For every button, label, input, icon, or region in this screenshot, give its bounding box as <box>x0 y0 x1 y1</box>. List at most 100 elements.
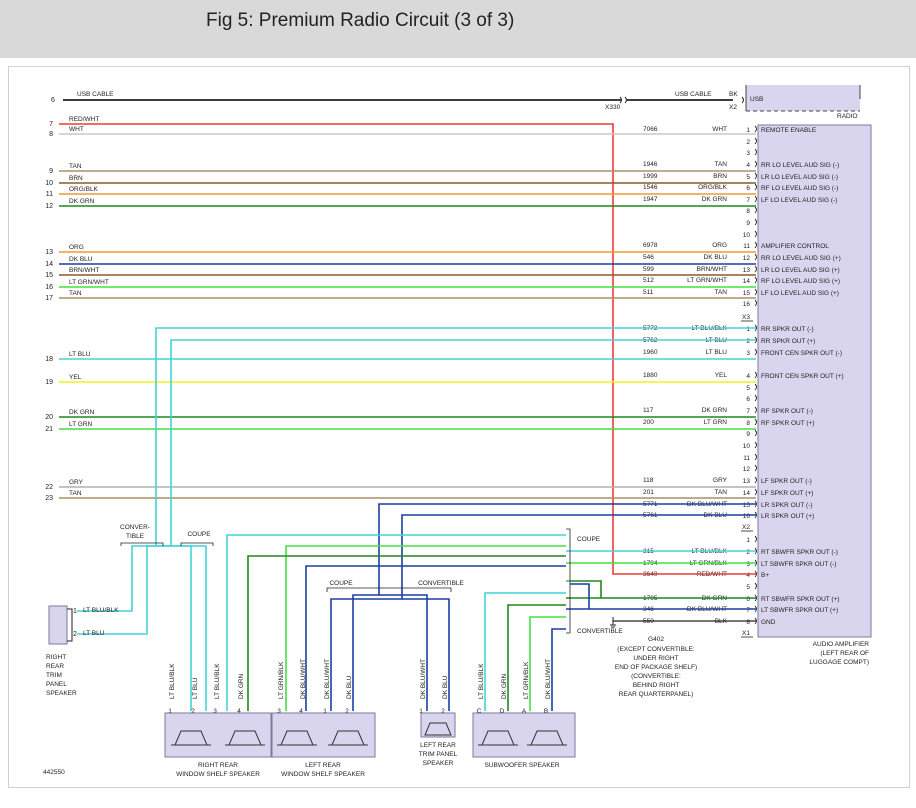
left-wire-color-8: WHT <box>69 126 84 133</box>
left-pin-10: 10 <box>45 180 53 187</box>
circuit-1960: 1960 <box>643 349 658 356</box>
label-g402-note-0: (EXCEPT CONVERTIBLE: <box>617 646 695 653</box>
connector-X2-pin-3: 3 <box>746 350 750 357</box>
wire-lt-blu-shelf-1 <box>156 545 207 711</box>
connector-X2-name: X2 <box>742 524 750 531</box>
connector-X2-pin-10: 10 <box>743 443 751 450</box>
left-pin-22: 22 <box>45 484 53 491</box>
label-convertible-2: TIBLE <box>126 533 145 540</box>
circuit-546: 546 <box>643 254 654 261</box>
subwoofer-pin-1: D <box>500 708 505 715</box>
right-shelf-pin-0: 1 <box>168 708 172 715</box>
signal-X2-7: RF SPKR OUT (-) <box>761 408 813 415</box>
right-trim-label-4: SPEAKER <box>46 690 77 697</box>
left-wire-color-13: ORG <box>69 244 84 251</box>
connector-pin-mark <box>754 253 757 261</box>
wire-color-X3-5: BRN <box>713 173 727 180</box>
left-shelf-wire-0: LT GRN/BLK <box>278 661 285 699</box>
signal-X3-11: AMPLIFIER CONTROL <box>761 243 829 250</box>
page-title: Fig 5: Premium Radio Circuit (3 of 3) <box>206 10 515 31</box>
signal-X2-1: RR SPKR OUT (-) <box>761 326 814 333</box>
signal-X2-15: LR SPKR OUT (-) <box>761 502 813 509</box>
signal-X2-2: RR SPKR OUT (+) <box>761 338 815 345</box>
left-shelf-label-1: WINDOW SHELF SPEAKER <box>281 771 365 778</box>
amplifier-location-2: LUGGAGE COMPT) <box>809 659 869 666</box>
right-trim-label-0: RIGHT <box>46 654 66 661</box>
connector-X2-pin-6: 6 <box>746 396 750 403</box>
signal-X1-4: B+ <box>761 572 769 579</box>
connector-X1-pin-5: 5 <box>746 584 750 591</box>
amplifier-location-1: (LEFT REAR OF <box>820 650 869 657</box>
label-g402: G402 <box>648 636 664 643</box>
signal-X1-8: GND <box>761 619 776 626</box>
wire-color-X2-3: LT BLU <box>706 349 728 356</box>
subwoofer-pin-3: B <box>544 708 548 715</box>
connector-X1-pin-1: 1 <box>746 537 750 544</box>
left-pin-15: 15 <box>45 272 53 279</box>
left-wire-color-12: DK GRN <box>69 198 95 205</box>
left-wire-color-17: TAN <box>69 290 82 297</box>
left-wire-color-11: ORG/BLK <box>69 186 99 193</box>
connector-pin-mark <box>754 299 757 307</box>
wire-color-X2-4: YEL <box>715 372 728 379</box>
connector-pin-mark <box>754 230 757 238</box>
connector-pin-mark <box>754 206 757 214</box>
left-pin-8: 8 <box>49 131 53 138</box>
subwoofer-label-0: SUBWOOFER SPEAKER <box>484 762 559 769</box>
wire-dk-blu-wht-lr <box>378 503 756 584</box>
signal-X1-6: RT SBWFR SPKR OUT (+) <box>761 596 840 603</box>
signal-X2-4: FRONT CEN SPKR OUT (+) <box>761 373 844 380</box>
subwoofer-pin-0: C <box>477 708 482 715</box>
left-trim-pin-0: 1 <box>419 708 423 715</box>
connector-X3-pin-13: 13 <box>743 267 751 274</box>
label-g402-note-4: BEHIND RIGHT <box>633 682 680 689</box>
label-coupe-rr: COUPE <box>187 531 211 538</box>
wire-lt-blu-blk-rr-trim <box>77 327 756 612</box>
circuit-512: 512 <box>643 277 654 284</box>
circuit-7066: 7066 <box>643 126 658 133</box>
connector-X1-pin-8: 8 <box>746 619 750 626</box>
right-shelf-label-1: WINDOW SHELF SPEAKER <box>176 771 260 778</box>
wire-color-X3-7: DK GRN <box>702 196 728 203</box>
connector-pin-mark <box>754 288 757 296</box>
connector-X1-pin-4: 4 <box>746 572 750 579</box>
subwoofer-speaker-box <box>472 712 576 758</box>
connector-X2-pin-13: 13 <box>743 478 751 485</box>
connector-X3-pin-7: 7 <box>746 197 750 204</box>
circuit-201: 201 <box>643 489 654 496</box>
connector-X3-pin-4: 4 <box>746 162 750 169</box>
connector-pin-mark <box>754 394 757 402</box>
usb-inline-connector <box>619 96 627 104</box>
connector-pin-mark <box>754 582 757 590</box>
connector-X2-pin-14: 14 <box>743 490 751 497</box>
right-trim-speaker-box <box>48 605 68 645</box>
connector-X1-pin-7: 7 <box>746 607 750 614</box>
connector-pin-mark <box>754 476 757 484</box>
connector-X3-pin-9: 9 <box>746 220 750 227</box>
left-wire-color-10: BRN <box>69 175 83 182</box>
subwoofer-pin-2: A <box>522 708 527 715</box>
wire-color-X3-1: WHT <box>712 126 727 133</box>
left-shelf-pin-0: 3 <box>277 708 281 715</box>
connector-pin-mark <box>754 195 757 203</box>
circuit-200: 200 <box>643 419 654 426</box>
left-trim-cone <box>424 722 452 736</box>
wire-conv-lt-blu-blk <box>484 592 566 711</box>
connector-pin-mark <box>754 183 757 191</box>
wire-conv-rt-pos-link <box>570 580 602 598</box>
circuit-118: 118 <box>643 477 654 484</box>
connector-X2-pin-9: 9 <box>746 431 750 438</box>
signal-X1-2: RT SBWFR SPKR OUT (-) <box>761 549 838 556</box>
wire-color-X3-13: BRN/WHT <box>697 266 727 273</box>
radio-box <box>746 85 860 111</box>
connector-X3-pin-11: 11 <box>743 243 750 250</box>
lr-option-bracket <box>326 587 452 592</box>
wire-red-wht <box>59 123 756 575</box>
connector-pin-mark <box>754 148 757 156</box>
right-shelf-wire-3: DK GRN <box>238 673 245 699</box>
wire-conv-dk-grn <box>507 604 566 711</box>
signal-X3-7: LF LO LEVEL AUD SIG (-) <box>761 197 837 204</box>
connector-X3-pin-12: 12 <box>743 255 751 262</box>
signal-X2-3: FRONT CEN SPKR OUT (-) <box>761 350 842 357</box>
